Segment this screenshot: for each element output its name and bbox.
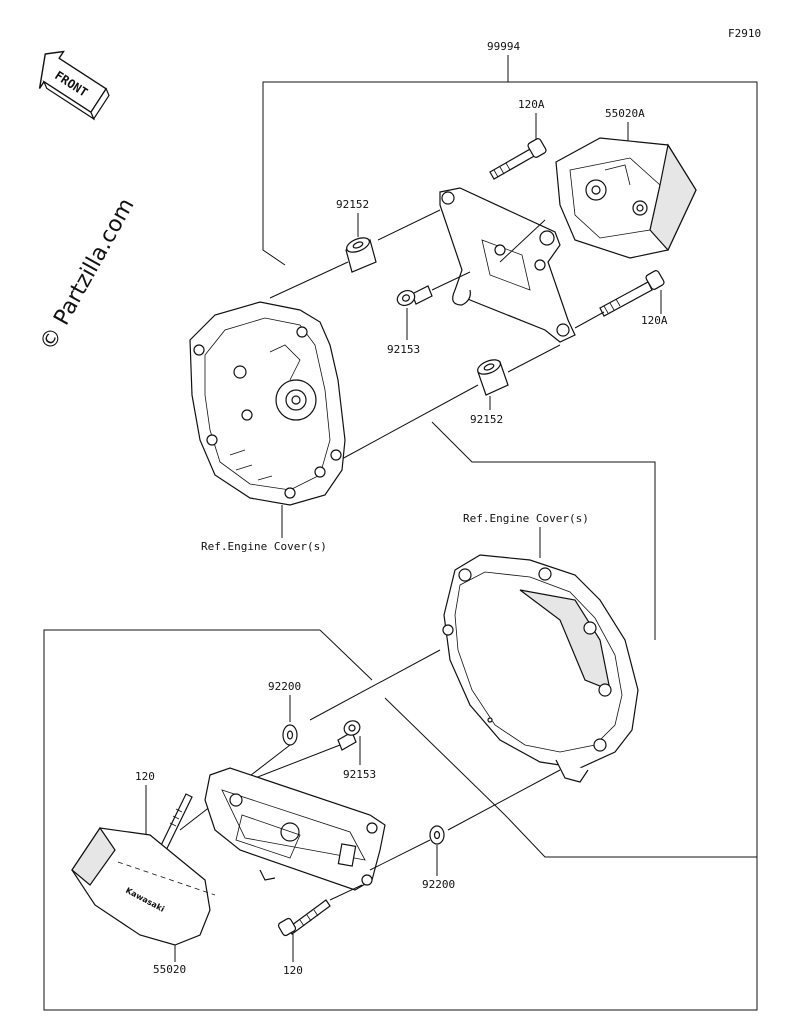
label-55020A: 55020A — [605, 107, 645, 120]
washer-92200-lower — [429, 825, 445, 845]
frame-slider-cover-upper — [555, 137, 697, 259]
engine-cover-right — [442, 554, 639, 783]
label-99994: 99994 — [487, 40, 520, 53]
lower-bracket — [43, 629, 758, 1011]
label-92153-upper: 92153 — [387, 343, 420, 356]
label-120-upper: 120 — [135, 770, 155, 783]
screw-92153-upper — [396, 285, 433, 306]
screw-92153-lower — [337, 720, 361, 751]
label-ref-engine-cover-left: Ref.Engine Cover(s) — [201, 540, 327, 553]
front-arrow-icon: FRONT — [38, 50, 110, 121]
label-92152-lower: 92152 — [470, 413, 503, 426]
watermark: © Partzilla.com — [35, 194, 139, 355]
spacer-92152-upper — [345, 237, 377, 273]
label-92152-upper: 92152 — [336, 198, 369, 211]
label-92200-upper: 92200 — [268, 680, 301, 693]
assembly-bracket — [262, 55, 509, 266]
washer-92200-upper — [282, 724, 298, 746]
figure-code: F2910 — [728, 27, 761, 40]
assembly-bracket-mid — [431, 421, 656, 640]
bracket-plate-upper — [439, 187, 576, 343]
label-ref-engine-cover-right: Ref.Engine Cover(s) — [463, 512, 589, 525]
label-120A-top: 120A — [518, 98, 545, 111]
bracket-plate-lower — [204, 767, 386, 891]
label-55020: 55020 — [153, 963, 186, 976]
label-92153-lower: 92153 — [343, 768, 376, 781]
engine-cover-left — [189, 301, 346, 506]
bolt-120-lower — [277, 899, 331, 937]
frame-slider-cover-lower: Kawasaki — [71, 826, 216, 946]
bolt-120A-lower — [599, 270, 665, 317]
label-92200-lower: 92200 — [422, 878, 455, 891]
spacer-92152-lower — [477, 359, 509, 396]
label-120-lower: 120 — [283, 964, 303, 977]
label-120A-right: 120A — [641, 314, 668, 327]
bolt-120A-upper — [489, 138, 547, 180]
